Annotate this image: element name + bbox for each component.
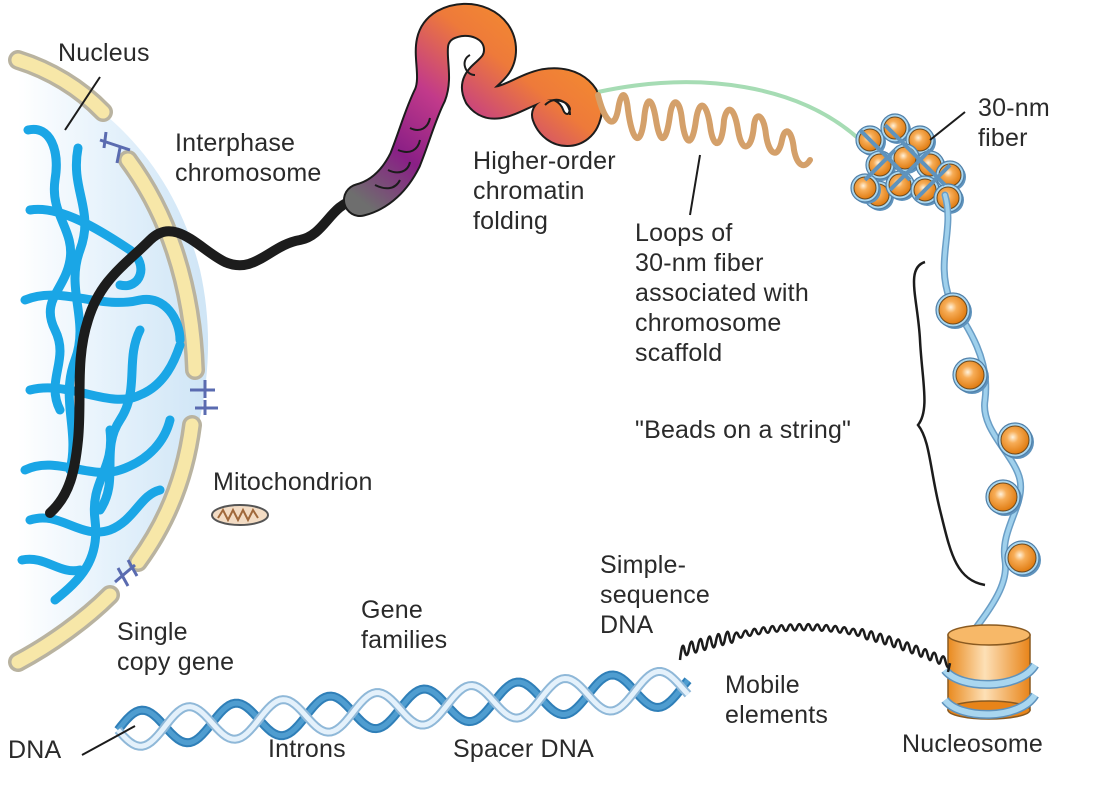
- beads-on-string: [935, 292, 1041, 577]
- beads-bracket: [912, 260, 986, 587]
- mitochondrion: [211, 504, 269, 526]
- bead-nucleosome: [952, 357, 989, 394]
- bead-nucleosome: [935, 292, 972, 329]
- fiber-linker-crosses: [858, 123, 952, 202]
- fiber-nucleosome: [850, 173, 881, 204]
- label-gene-families: Gene families: [361, 596, 448, 654]
- label-nucleosome: Nucleosome: [902, 730, 1043, 758]
- label-dna: DNA: [8, 736, 62, 764]
- interphase-chromatin: [17, 124, 185, 605]
- label-30nm-fiber: 30-nm fiber: [978, 94, 1050, 152]
- chromosome-scaffold: [597, 80, 862, 142]
- simple-sequence-dna-strand: [678, 622, 952, 673]
- nuclear-envelope: [8, 50, 205, 672]
- label-mitochondrion: Mitochondrion: [213, 468, 373, 496]
- fiber-30nm-cluster: [850, 113, 966, 214]
- label-higher-order-folding: Higher-order chromatin folding: [473, 147, 616, 235]
- label-introns: Introns: [268, 735, 346, 763]
- loops-30nm-fiber: [595, 92, 813, 169]
- label-loops: Loops of 30-nm fiber associated with chr…: [635, 219, 809, 367]
- label-beads-on-a-string: "Beads on a string": [635, 416, 852, 444]
- loops-pointer: [689, 154, 701, 216]
- label-spacer-dna: Spacer DNA: [453, 735, 594, 763]
- label-mobile-elements: Mobile elements: [725, 671, 829, 729]
- bead-nucleosome: [1004, 540, 1041, 577]
- linker-dna-highlight: [942, 193, 1023, 652]
- nucleosome: [941, 624, 1039, 720]
- dna-double-helix: [114, 667, 692, 751]
- fiber-30nm-pointer: [929, 111, 966, 141]
- nuclear-pores: [99, 131, 218, 587]
- dna-pointer: [81, 725, 136, 756]
- bead-nucleosome: [997, 422, 1034, 459]
- fiber-nucleosome: [880, 113, 911, 144]
- label-simple-sequence-dna: Simple- sequence DNA: [600, 551, 711, 639]
- higher-order-folding: [343, 2, 603, 217]
- label-single-copy-gene: Single copy gene: [117, 618, 235, 676]
- nucleus-pointer: [64, 76, 101, 131]
- label-nucleus: Nucleus: [58, 39, 150, 67]
- helix-strand-front-highlight: [116, 669, 690, 749]
- linker-dna-string: [940, 191, 1025, 654]
- label-interphase-chromosome: Interphase chromosome: [175, 129, 322, 187]
- nucleus: [8, 50, 360, 672]
- interphase-chromosome-strand: [45, 195, 360, 518]
- bead-nucleosome: [985, 479, 1022, 516]
